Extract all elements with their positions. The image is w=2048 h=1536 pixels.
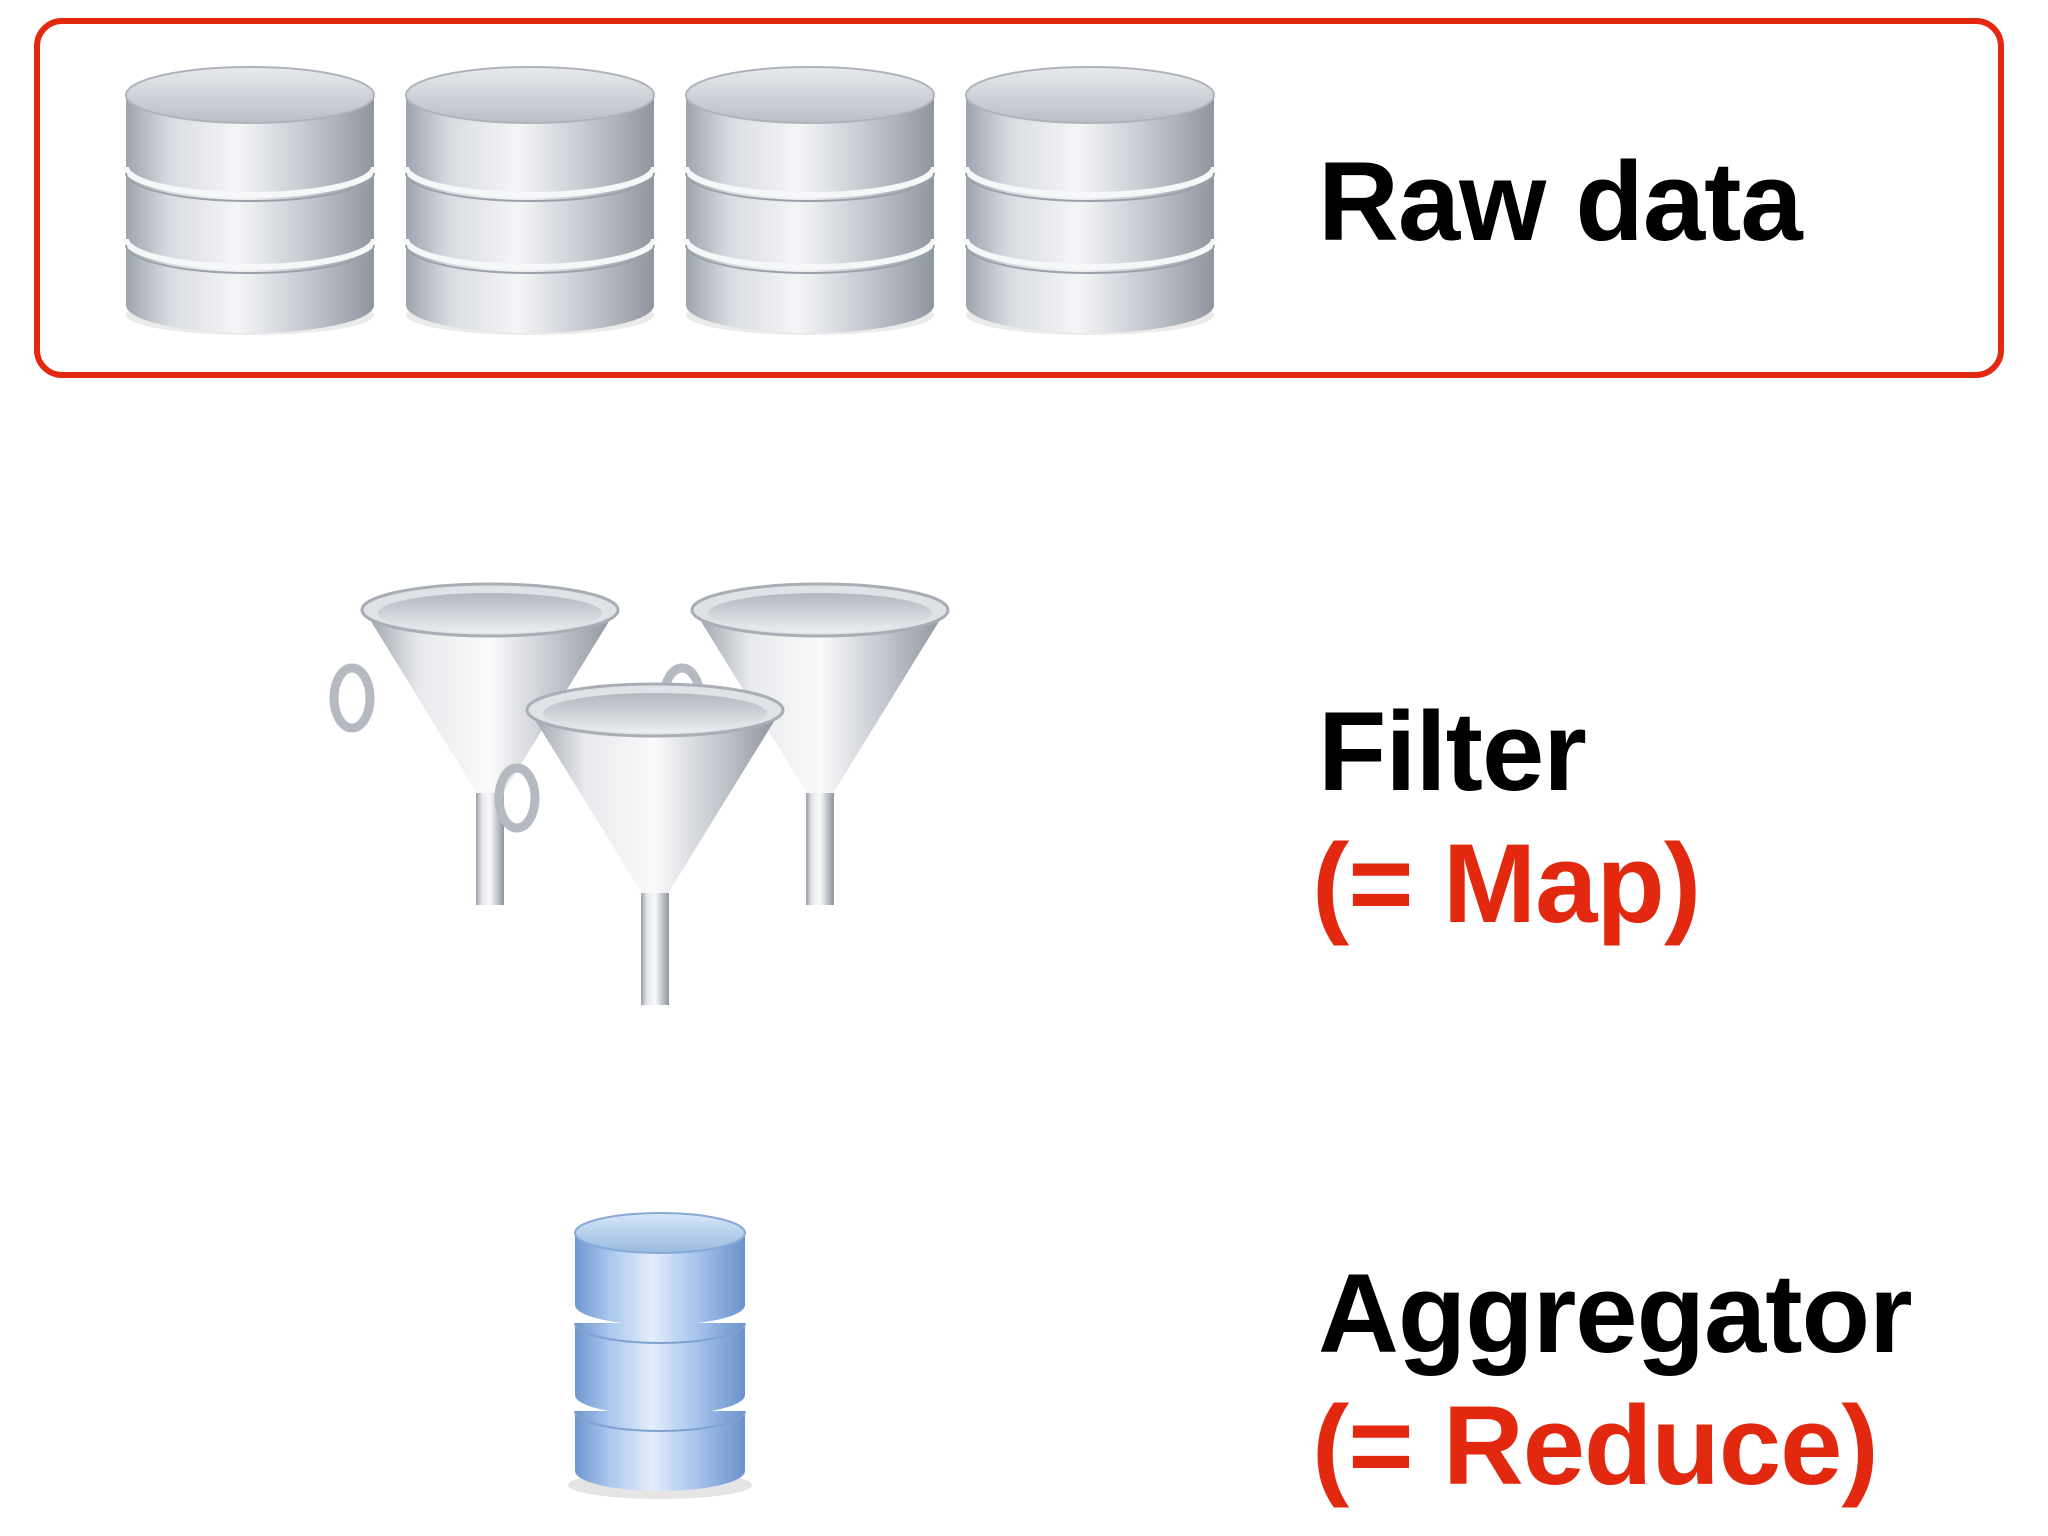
database-icon (123, 66, 377, 335)
map-label: (= Map) (1312, 821, 1701, 946)
database-icon (403, 66, 657, 335)
aggregator-label: Aggregator (1318, 1251, 1913, 1376)
raw-data-frame (34, 18, 2004, 378)
reduce-label: (= Reduce) (1312, 1383, 1879, 1508)
database-icon (683, 66, 937, 335)
database-icon (568, 1212, 752, 1499)
funnel-icon (659, 582, 950, 905)
filter-label: Filter (1318, 689, 1587, 814)
raw-data-label: Raw data (1318, 139, 1803, 264)
database-icon (963, 66, 1217, 335)
funnel-icon (494, 682, 785, 1005)
